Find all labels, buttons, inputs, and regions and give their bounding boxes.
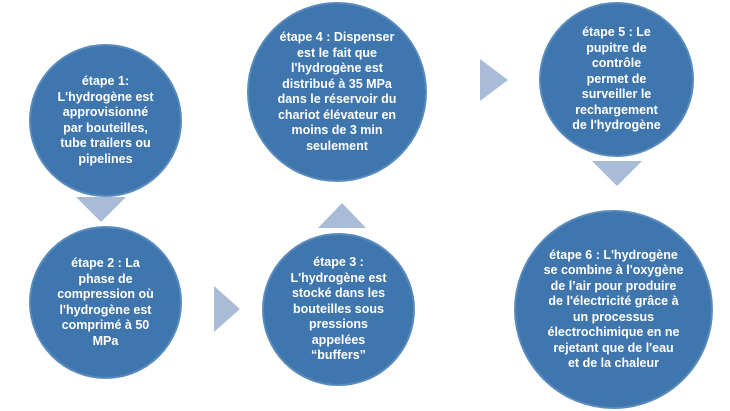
step-3-text: étape 3 : L'hydrogène est stocké dans le…: [290, 255, 387, 363]
step-6-circle: étape 6 : L'hydrogène se combine à l'oxy…: [514, 210, 713, 409]
step-2-text: étape 2 : La phase de compression où l'h…: [57, 256, 154, 348]
arrow-down-icon: [592, 161, 642, 186]
step-4-text: étape 4 : Dispenser est le fait que l'hy…: [277, 30, 397, 153]
step-2-circle: étape 2 : La phase de compression où l'h…: [29, 226, 182, 379]
step-5-text: étape 5 : Le pupitre de contrôle permet …: [572, 25, 661, 133]
arrow-down-1-to-2: [76, 197, 126, 222]
step-3-circle: étape 3 : L'hydrogène est stocké dans le…: [262, 233, 415, 386]
arrow-up-icon: [318, 203, 366, 228]
arrow-down-icon: [76, 197, 126, 222]
step-4-circle: étape 4 : Dispenser est le fait que l'hy…: [247, 2, 427, 182]
arrow-right-2-to-3: [214, 286, 240, 332]
arrow-down-5-to-6: [592, 161, 642, 186]
step-5-circle: étape 5 : Le pupitre de contrôle permet …: [539, 2, 694, 157]
step-1-text: étape 1: L'hydrogène est approvisionné p…: [57, 74, 154, 166]
arrow-right-icon: [214, 286, 240, 332]
step-1-circle: étape 1: L'hydrogène est approvisionné p…: [29, 44, 182, 197]
arrow-right-4-to-5: [480, 59, 508, 101]
arrow-up-3-to-4: [318, 203, 366, 228]
step-6-text: étape 6 : L'hydrogène se combine à l'oxy…: [543, 247, 684, 371]
arrow-right-icon: [480, 59, 508, 101]
